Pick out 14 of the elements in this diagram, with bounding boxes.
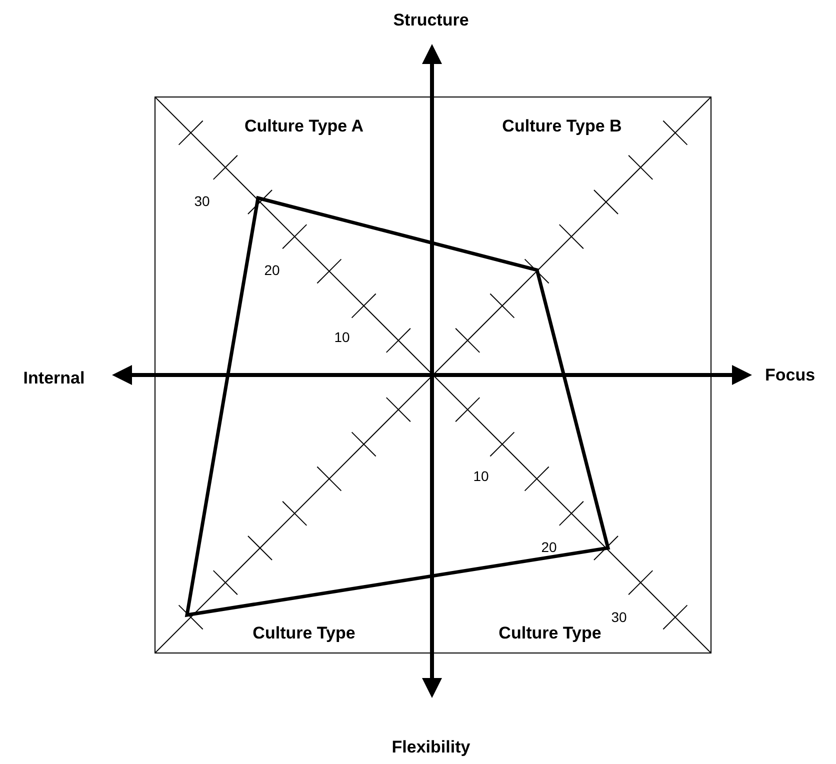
quadrant-label: Culture Type: [498, 624, 602, 642]
quadrant-label: Culture Type A: [244, 118, 364, 134]
tick-label: 30: [194, 194, 210, 208]
quadrant-label: Culture Type: [252, 624, 356, 642]
axis-label: Focus: [764, 366, 816, 384]
axis-label: Structure: [393, 12, 469, 28]
tick-label: 20: [541, 540, 557, 554]
axis-label: Flexibility: [392, 738, 470, 756]
tick-label: 20: [264, 263, 280, 277]
tick-label: 30: [611, 610, 627, 624]
axis-label: Internal: [23, 370, 85, 386]
tick-label: 10: [334, 330, 350, 344]
tick-label: 10: [473, 469, 489, 483]
quadrant-label: Culture Type B: [502, 118, 622, 134]
